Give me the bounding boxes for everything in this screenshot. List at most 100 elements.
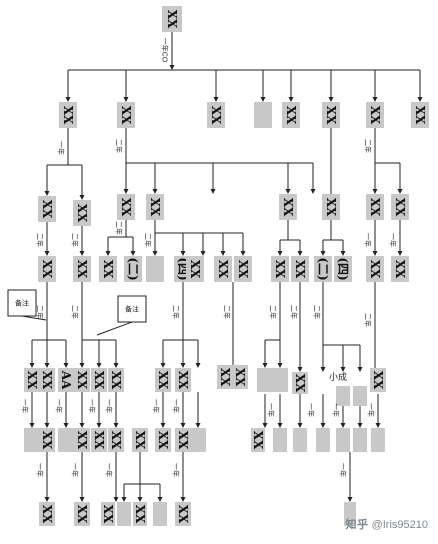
note-box xyxy=(117,295,147,323)
edge-label: 一年 xyxy=(364,233,373,247)
edge-label: 一年 xyxy=(172,399,181,413)
tree-node-71 xyxy=(153,502,167,526)
tree-node-32: XX xyxy=(391,256,409,282)
node-box xyxy=(293,428,307,452)
arrow-head-33 xyxy=(220,251,226,256)
edge-label: 二年 xyxy=(71,305,80,319)
tree-node-57: XX xyxy=(175,428,191,452)
node-box xyxy=(207,102,225,128)
arrow-head-83 xyxy=(113,423,119,428)
arrow-head-76 xyxy=(357,367,363,372)
node-box xyxy=(366,256,384,282)
node-box xyxy=(146,194,164,220)
tree-node-49 xyxy=(24,428,40,452)
arrow-head-86 xyxy=(195,423,201,428)
arrow-head-64 xyxy=(195,363,201,368)
node-box xyxy=(39,368,55,392)
node-box xyxy=(108,368,124,392)
node-label: XX xyxy=(393,260,407,279)
node-box xyxy=(217,365,233,389)
tree-node-51 xyxy=(58,428,74,452)
tree-node-36: XX xyxy=(74,368,90,392)
arrow-head-14 xyxy=(79,195,85,200)
arrow-head-85 xyxy=(180,423,186,428)
tree-node-66: XX xyxy=(39,502,55,526)
arrow-head-37 xyxy=(277,251,283,256)
tree-node-67: XX xyxy=(74,502,90,526)
tree-node-28: (四) xyxy=(334,256,352,282)
edge-label: 一年 xyxy=(21,399,30,413)
arrow-head-59 xyxy=(113,363,119,368)
edge-label: 二年 xyxy=(71,233,80,247)
arrow-head-30 xyxy=(152,251,158,256)
edge-label: 一年 xyxy=(332,403,341,417)
node-label: (四) xyxy=(336,257,350,280)
node-special-label: 小成 xyxy=(329,371,347,382)
arrow-head-3 xyxy=(65,97,71,102)
edge-label: 二年 xyxy=(313,305,322,319)
tree-node-64 xyxy=(353,428,367,452)
tree-node-60 xyxy=(273,428,287,452)
tree-node-19 xyxy=(146,256,164,282)
node-box xyxy=(132,428,148,452)
tree-node-59: XX xyxy=(251,428,265,452)
arrow-head-31 xyxy=(180,251,186,256)
node-label: XX xyxy=(233,368,247,387)
node-box xyxy=(234,256,252,282)
arrow-head-71 xyxy=(297,367,303,372)
arrow-head-87 xyxy=(262,423,268,428)
node-label: XX xyxy=(40,505,54,524)
node-box xyxy=(101,502,115,526)
node-label: (二) xyxy=(126,257,140,280)
arrow-head-94 xyxy=(44,497,50,502)
tree-node-40: XX xyxy=(175,368,191,392)
arrow-head-5 xyxy=(213,97,219,102)
node-box xyxy=(58,368,74,392)
node-box xyxy=(336,386,350,406)
arrow-head-26 xyxy=(105,251,111,256)
node-box xyxy=(366,194,384,220)
connector-lines xyxy=(21,32,423,502)
arrow-head-84 xyxy=(160,423,166,428)
node-label: XX xyxy=(75,260,89,279)
node-box xyxy=(74,502,90,526)
node-label: XX xyxy=(75,431,89,450)
arrow-head-23 xyxy=(310,189,316,194)
node-label: XX xyxy=(368,106,382,125)
node-box xyxy=(282,102,300,128)
tree-node-72: XX xyxy=(175,502,191,526)
node-box xyxy=(292,372,308,394)
node-box xyxy=(74,428,90,452)
arrow-head-52 xyxy=(29,363,35,368)
tree-node-31: XX xyxy=(366,256,384,282)
note-text: 备注 xyxy=(125,305,139,314)
tree-node-15: XX xyxy=(146,194,164,220)
node-box xyxy=(322,102,340,128)
node-box xyxy=(24,428,40,452)
arrow-head-74 xyxy=(320,367,326,372)
edge-label: 一年 xyxy=(71,463,80,477)
node-label: XX xyxy=(393,198,407,217)
arrow-head-79 xyxy=(44,423,50,428)
node-label: XX xyxy=(251,431,265,450)
tree-node-18: (二) xyxy=(124,256,142,282)
arrow-head-43 xyxy=(340,251,346,256)
edge-labels: 一年CO一年二年二年二年二年二年二年一年一年二年二年二年二年二年二年二年小成二年… xyxy=(21,38,398,477)
node-box xyxy=(155,428,171,452)
arrow-head-99 xyxy=(121,497,127,502)
edge-label: 一年 xyxy=(57,141,66,155)
node-box xyxy=(344,502,356,526)
tree-node-42: XX xyxy=(232,365,248,389)
tree-node-48: XX xyxy=(370,368,386,392)
node-box xyxy=(279,194,297,220)
arrow-head-69 xyxy=(277,363,283,368)
arrow-head-80 xyxy=(63,423,69,428)
tree-node-46 xyxy=(336,386,350,406)
node-label: XX xyxy=(92,431,106,450)
arrow-head-34 xyxy=(240,251,246,256)
node-box xyxy=(190,428,206,452)
arrow-head-90 xyxy=(320,423,326,428)
node-label: XX xyxy=(40,431,54,450)
